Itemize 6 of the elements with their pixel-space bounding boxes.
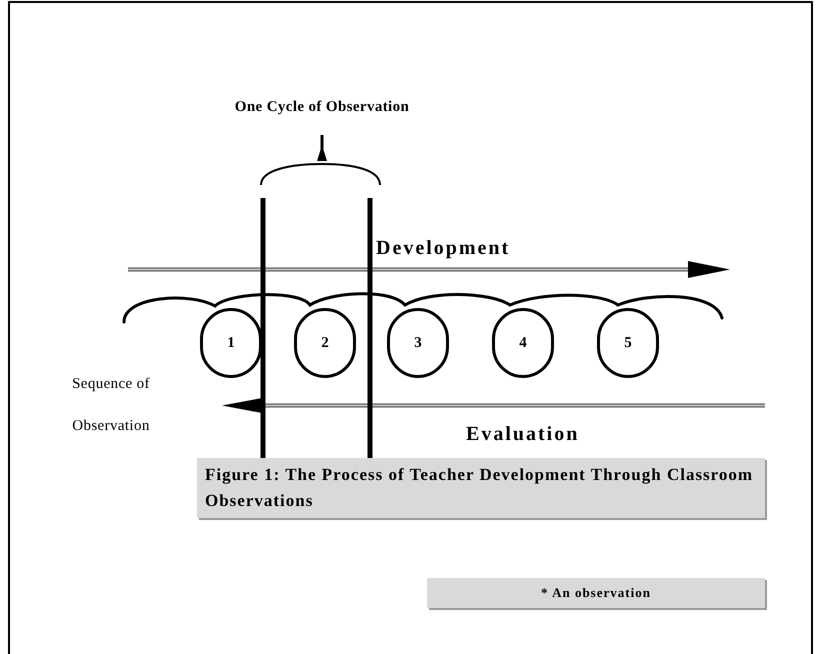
sequence-label: Sequence of Observation — [71, 375, 151, 436]
figure-caption: Figure 1: The Process of Teacher Development Through Classroom Observations — [197, 458, 765, 518]
evaluation-label: Evaluation — [466, 422, 580, 447]
legend-note: * An observation — [427, 578, 765, 608]
development-label: Development — [376, 236, 510, 261]
cycle-label: One Cycle of Observation — [234, 98, 410, 117]
